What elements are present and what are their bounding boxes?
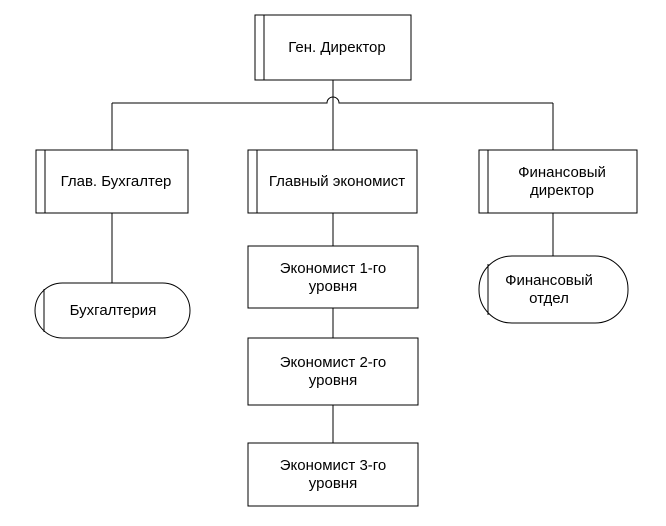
label-line: Глав. Бухгалтер xyxy=(61,173,172,190)
label-line: директор xyxy=(530,182,594,199)
accounting-label: Бухгалтерия xyxy=(70,302,157,319)
label-line: Ген. Директор xyxy=(288,39,385,56)
label-line: Главный экономист xyxy=(269,173,405,190)
label-line: Экономист 2-го xyxy=(280,354,387,371)
label-line: Финансовый xyxy=(518,164,606,181)
accounting-node: Бухгалтерия xyxy=(34,282,191,339)
connectors xyxy=(111,80,554,443)
label-line: Экономист 1-го xyxy=(280,260,387,277)
chief-accountant-node: Глав. Бухгалтер xyxy=(35,149,189,214)
label-line: Финансовый xyxy=(505,272,593,289)
chief-accountant-label: Глав. Бухгалтер xyxy=(61,173,172,190)
label-line: уровня xyxy=(309,475,357,492)
chief-economist-label: Главный экономист xyxy=(269,173,405,190)
label-line: уровня xyxy=(309,372,357,389)
gen-director-node: Ген. Директор xyxy=(254,14,412,81)
label-line: Экономист 3-го xyxy=(280,457,387,474)
label-line: отдел xyxy=(529,290,569,307)
gen-director-label: Ген. Директор xyxy=(288,39,385,56)
chief-economist-node: Главный экономист xyxy=(247,149,418,214)
label-line: Бухгалтерия xyxy=(70,302,157,319)
label-line: уровня xyxy=(309,278,357,295)
